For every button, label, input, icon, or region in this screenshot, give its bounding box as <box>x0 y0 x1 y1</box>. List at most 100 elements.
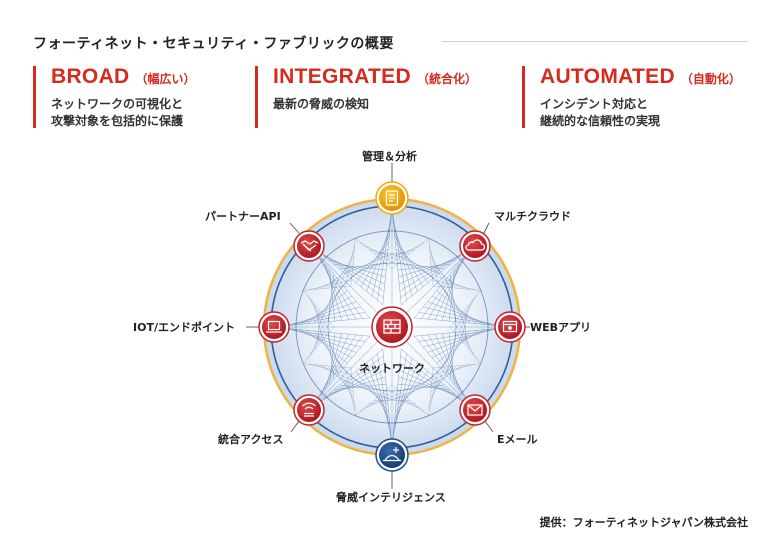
mesh-line <box>429 244 440 287</box>
mesh-line <box>461 303 470 341</box>
mesh-line <box>398 259 456 278</box>
mesh-line <box>431 273 469 290</box>
mesh-line <box>395 375 434 406</box>
mesh-line <box>306 330 348 364</box>
leader-line <box>483 222 490 234</box>
mesh-line <box>382 245 420 262</box>
mesh-line <box>309 364 352 375</box>
mesh-line <box>431 295 485 325</box>
mesh-line <box>344 380 388 399</box>
pillar-heading: INTEGRATED <box>273 65 411 88</box>
mesh-line <box>364 245 402 262</box>
node-management-analytics <box>375 181 409 215</box>
mesh-line <box>382 392 420 409</box>
mesh-line <box>350 238 356 287</box>
mesh-line <box>387 388 425 413</box>
node-email <box>459 394 491 426</box>
mesh-line <box>420 335 473 407</box>
mesh-line <box>400 246 472 299</box>
mesh-line <box>391 384 429 416</box>
mesh-line <box>327 274 335 322</box>
mesh-line <box>432 285 481 291</box>
label-email: Eメール <box>497 433 538 446</box>
leader-line <box>484 420 494 433</box>
node-threat-intelligence <box>375 438 409 472</box>
mesh-line <box>397 264 450 271</box>
node-multicloud <box>459 230 491 262</box>
title-divider <box>442 41 748 42</box>
mesh-line <box>449 290 481 328</box>
leader-lines <box>246 163 530 489</box>
mesh-line <box>306 294 331 332</box>
mesh-line <box>344 244 355 287</box>
mesh-line <box>310 299 327 337</box>
mesh-line <box>457 317 474 355</box>
mesh-line <box>309 279 352 290</box>
mesh-line <box>377 213 392 301</box>
mesh-line <box>317 362 385 404</box>
mesh-line <box>396 255 440 274</box>
mesh-line <box>312 355 384 408</box>
mesh-line <box>344 367 355 410</box>
pillar-desc-line: 継続的な信頼性の実現 <box>540 114 661 128</box>
mesh-line <box>313 330 344 369</box>
mesh-line <box>430 365 458 393</box>
mesh-line <box>449 332 457 380</box>
pillar-heading: BROAD <box>51 65 130 88</box>
center-node <box>371 306 413 348</box>
pillar-desc-line: 攻撃対象を包括的に保護 <box>51 114 184 128</box>
mesh-line <box>299 329 353 359</box>
mesh-line <box>427 334 469 402</box>
mesh-line <box>324 263 343 321</box>
leader-line <box>290 420 300 433</box>
mesh-line <box>453 322 478 360</box>
mesh-line <box>355 241 389 283</box>
pillar-desc-line: インシデント対応と <box>540 97 649 111</box>
node-iot-endpoint <box>258 311 290 343</box>
image-credit: 提供：フォーティネットジャパン株式会社 <box>539 516 748 529</box>
mesh-line <box>430 366 452 398</box>
mesh-line <box>429 250 446 288</box>
label-multicloud: マルチクラウド <box>494 210 571 223</box>
mesh-line <box>310 317 327 355</box>
pillar-subheading: （幅広い） <box>135 72 196 86</box>
mesh-line <box>320 279 339 323</box>
page-title: フォーティネット・セキュリティ・ファブリックの概要 <box>33 36 394 52</box>
mesh-line <box>371 220 391 296</box>
pillar-subheading: （自動化） <box>680 72 741 86</box>
mesh-line <box>321 365 353 387</box>
label-partner-api: パートナーAPI <box>205 210 281 223</box>
mesh-line <box>326 261 354 289</box>
mesh-line <box>445 331 464 375</box>
label-web-app: WEBアプリ <box>530 321 592 334</box>
mesh-line <box>303 326 335 364</box>
node-web-app <box>494 311 526 343</box>
mesh-line <box>431 267 463 289</box>
mesh-line <box>453 294 478 332</box>
mesh-line <box>328 376 386 395</box>
mesh-line <box>314 303 323 341</box>
mesh-line <box>393 358 413 434</box>
mesh-line <box>326 365 354 393</box>
mesh-line <box>315 252 357 320</box>
mesh-line <box>428 367 434 416</box>
node-partner-api <box>293 230 325 262</box>
mesh-line <box>445 279 464 323</box>
mesh-line <box>364 392 402 409</box>
mesh-line <box>440 285 471 324</box>
fabric-mesh <box>271 198 513 455</box>
label-unified-access: 統合アクセス <box>218 433 284 446</box>
mesh-line <box>448 332 455 385</box>
mesh-line <box>355 384 393 416</box>
mesh-line <box>278 327 366 342</box>
mesh-line <box>306 322 331 360</box>
mesh-line <box>360 234 390 288</box>
mesh-line <box>387 241 425 266</box>
mesh-line <box>359 388 397 413</box>
pillar-subheading: （統合化） <box>416 72 477 86</box>
mesh-line <box>391 238 429 270</box>
pillar-automated: AUTOMATED（自動化） インシデント対応と 継続的な信頼性の実現 <box>522 66 741 128</box>
mesh-line <box>311 247 364 319</box>
mesh-line <box>315 364 353 381</box>
